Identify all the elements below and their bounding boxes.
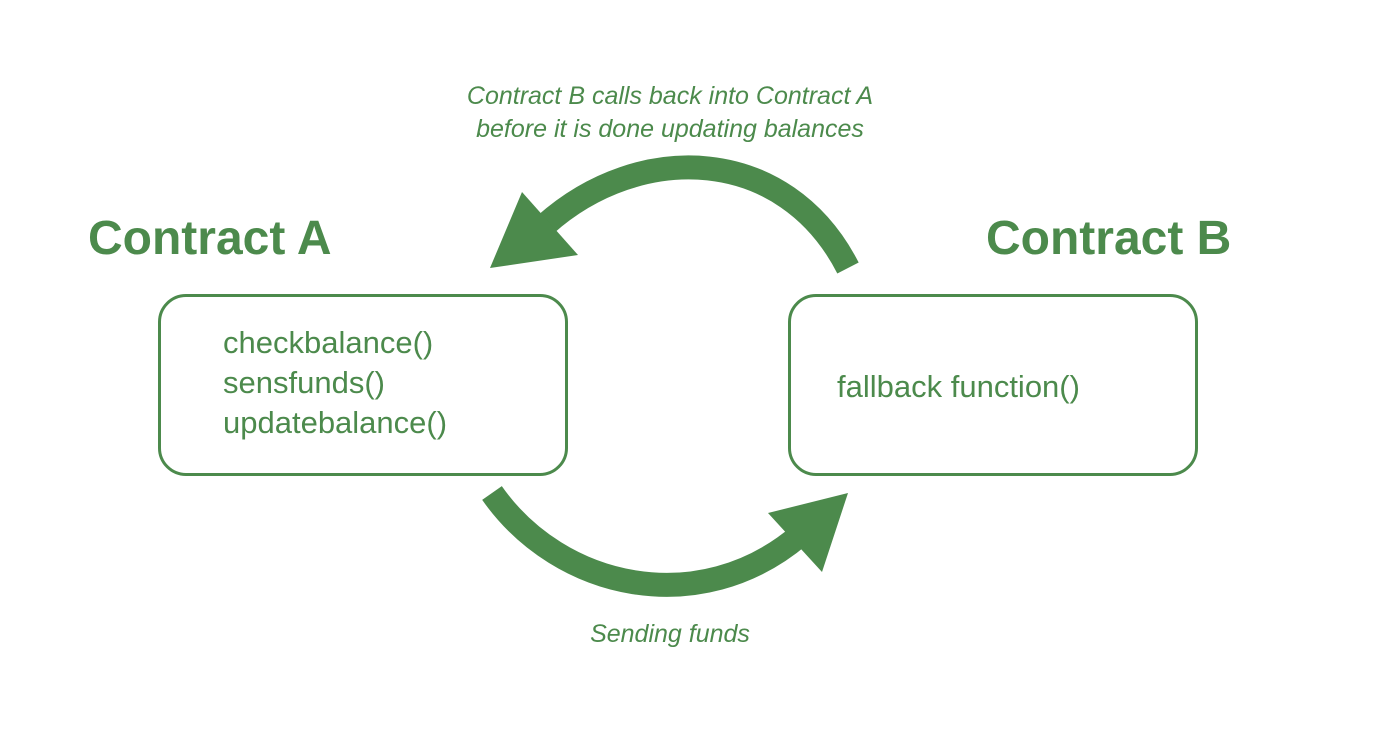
contract-b-box: fallback function(): [788, 294, 1198, 476]
top-arrow-shaft: [537, 155, 859, 274]
contract-a-function-list: checkbalance() sensfunds() updatebalance…: [223, 323, 447, 443]
contract-b-title: Contract B: [986, 212, 1232, 265]
bottom-arrow-shaft: [482, 485, 808, 597]
top-arrow-caption: Contract B calls back into Contract A be…: [400, 80, 940, 146]
contract-a-title: Contract A: [88, 212, 332, 265]
top-arrow: [490, 155, 859, 274]
bottom-arrow: [482, 485, 848, 597]
top-arrow-caption-line-2: before it is done updating balances: [476, 115, 864, 143]
function-updatebalance: updatebalance(): [223, 405, 448, 440]
top-arrow-head: [490, 192, 578, 268]
function-checkbalance: checkbalance(): [223, 325, 434, 360]
function-sensfunds: sensfunds(): [223, 365, 385, 400]
bottom-arrow-head: [768, 493, 848, 572]
function-fallback: fallback function(): [837, 369, 1080, 404]
bottom-arrow-caption: Sending funds: [590, 620, 750, 648]
contract-a-box: checkbalance() sensfunds() updatebalance…: [158, 294, 568, 476]
top-arrow-caption-line-1: Contract B calls back into Contract A: [466, 82, 874, 110]
